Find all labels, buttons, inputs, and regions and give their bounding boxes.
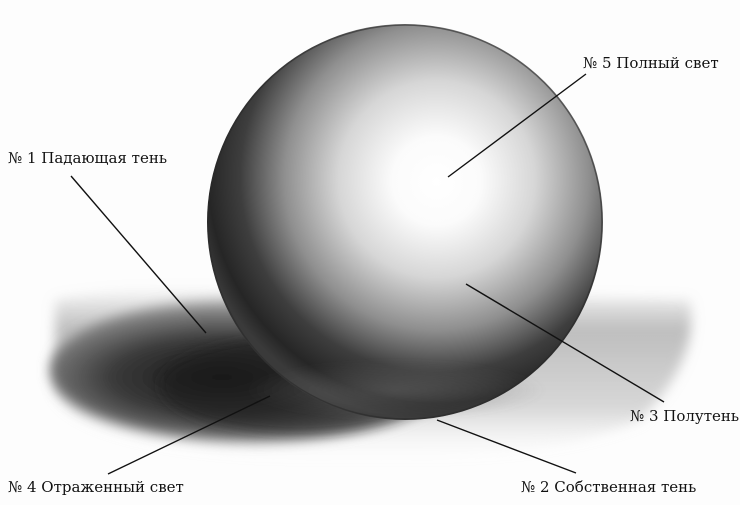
leader-line-halftone xyxy=(465,283,665,403)
label-own-shadow: № 2 Собственная тень xyxy=(521,478,697,496)
label-full-light: № 5 Полный свет xyxy=(583,54,719,72)
leader-line-own-shadow xyxy=(436,419,577,474)
leader-line-full-light xyxy=(447,73,587,178)
label-reflected-light: № 4 Отраженный свет xyxy=(8,478,184,496)
label-halftone: № 3 Полутень xyxy=(630,407,740,425)
sphere xyxy=(207,24,603,420)
leader-line-cast-shadow xyxy=(70,175,207,334)
label-cast-shadow: № 1 Падающая тень xyxy=(8,149,167,167)
leader-line-reflected-light xyxy=(107,395,271,475)
